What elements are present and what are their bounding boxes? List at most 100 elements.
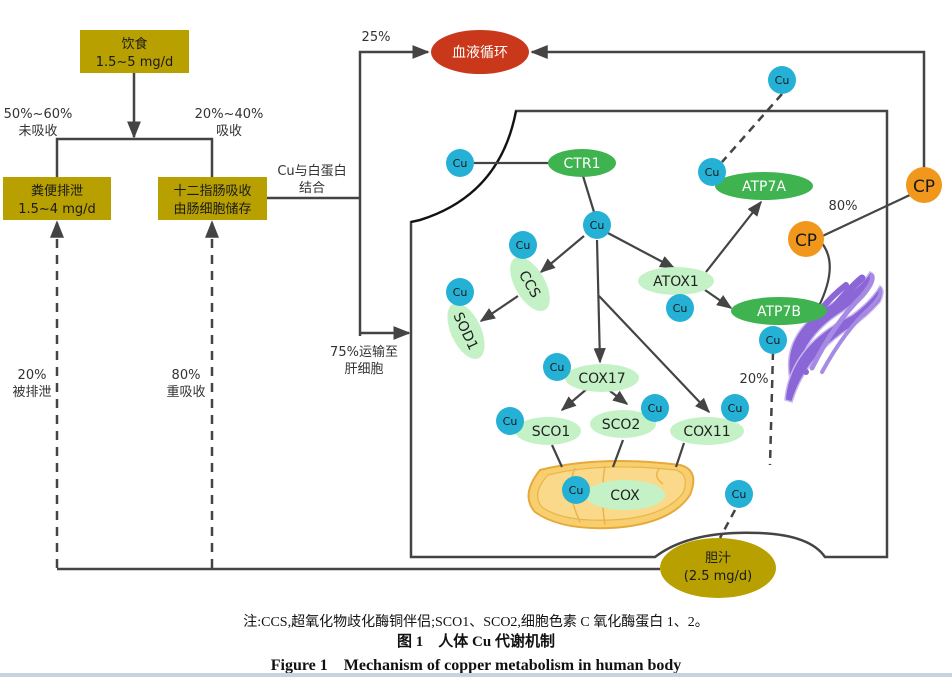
liver-label-2: 肝细胞 (344, 362, 383, 377)
reabsorbed-label: 重吸收 (166, 384, 205, 400)
unabsorbed-percent: 50%~60% (4, 107, 73, 122)
cp-outer-label: CP (913, 177, 935, 197)
diet-box: 饮食 1.5~5 mg/d (80, 30, 189, 73)
cu-bile: Cu (725, 480, 753, 508)
cu-sod1: Cu (446, 278, 474, 306)
copper-ion-circle (698, 158, 726, 186)
atp7b-protein: ATP7B (731, 297, 827, 325)
figure-title-english: Figure 1 Mechanism of copper metabolism … (270, 657, 682, 674)
copper-ion-label: Cu (732, 488, 747, 501)
blood-circulation-label: 血液循环 (452, 45, 508, 61)
cu-ccs: Cu (509, 231, 537, 259)
copper-metabolism-diagram: 饮食 1.5~5 mg/d 50%~60% 未吸收 20%~40% 吸收 粪便排… (3, 30, 942, 598)
sco2-label: SCO2 (602, 417, 641, 433)
cp-node-outer: CP (906, 167, 942, 203)
cu-atp7a: Cu (698, 158, 726, 186)
copper-ion-circle (641, 394, 669, 422)
copper-ion-circle (759, 326, 787, 354)
cox17-label: COX17 (578, 371, 625, 387)
copper-ion-label: Cu (673, 302, 688, 315)
bile-node: 胆汁 (2.5 mg/d) (660, 538, 776, 598)
bile-return-lines (50, 220, 660, 571)
cox-protein: COX (585, 480, 665, 510)
excreted-percent: 20% (18, 368, 47, 383)
copper-ion-label: Cu (569, 484, 584, 497)
blood-circulation-node: 血液循环 (431, 30, 529, 74)
copper-ion-label: Cu (590, 219, 605, 232)
bile-label: 胆汁 (705, 551, 731, 566)
cp-percent: 80% (829, 199, 858, 214)
blood-percent: 25% (362, 30, 391, 45)
duodenum-label: 十二指肠吸收 (173, 184, 251, 199)
ccs-protein: CCS (510, 256, 550, 312)
cox17-protein: COX17 (565, 364, 639, 392)
copper-ion-label: Cu (648, 402, 663, 415)
atox1-label: ATOX1 (653, 274, 699, 290)
cu-extracellular: Cu (446, 149, 474, 177)
albumin-label-2: 结合 (299, 181, 325, 196)
albumin-transport-lines (267, 45, 430, 340)
copper-ion-circle (446, 149, 474, 177)
copper-ion-label: Cu (766, 334, 781, 347)
atp7a-protein: ATP7A (715, 172, 813, 200)
diet-to-split-arrow (55, 73, 214, 177)
bile-amount: (2.5 mg/d) (684, 569, 753, 584)
diet-label: 饮食 (121, 36, 147, 52)
copper-ion-circle (725, 480, 753, 508)
unabsorbed-label: 未吸收 (18, 124, 57, 139)
duodenum-box: 十二指肠吸收 由肠细胞储存 (158, 177, 267, 220)
intracellular-connections (474, 161, 913, 468)
cu-cox11: Cu (721, 394, 749, 422)
copper-ion-label: Cu (728, 402, 743, 415)
albumin-label-1: Cu与白蛋白 (277, 163, 346, 179)
golgi-apparatus (784, 271, 884, 403)
liver-label-1: 75%运输至 (330, 344, 398, 360)
copper-ion-circle (562, 476, 590, 504)
copper-ion-circle (583, 211, 611, 239)
ctr1-protein: CTR1 (548, 149, 616, 177)
copper-ion-circle (446, 278, 474, 306)
sco1-protein: SCO1 (515, 417, 581, 445)
cp-to-blood-line (530, 45, 926, 168)
copper-ion-circle (721, 394, 749, 422)
feces-label: 粪便排泄 (31, 184, 83, 199)
cu-atp7b: Cu (759, 326, 787, 354)
sod1-protein: SOD1 (447, 303, 485, 359)
figure-title-chinese: 图 1 人体 Cu 代谢机制 (397, 634, 555, 650)
copper-ion-label: Cu (705, 166, 720, 179)
absorbed-label: 吸收 (216, 124, 242, 139)
sco2-protein: SCO2 (590, 410, 656, 438)
copper-ion-label: Cu (453, 286, 468, 299)
feces-amount: 1.5~4 mg/d (18, 202, 96, 217)
diet-amount: 1.5~5 mg/d (96, 55, 174, 70)
cu-sco1: Cu (496, 407, 524, 435)
cox11-protein: COX11 (670, 417, 744, 445)
dashed-transport-lines (718, 93, 783, 539)
copper-ion-label: Cu (503, 415, 518, 428)
cu-ctr1-inner: Cu (583, 211, 611, 239)
atp7a-label: ATP7A (742, 179, 786, 195)
copper-ion-circle (543, 353, 571, 381)
cp-inner-label: CP (795, 231, 817, 251)
cp-node-inner: CP (788, 221, 824, 257)
ctr1-label: CTR1 (564, 156, 601, 172)
cu-cox17: Cu (543, 353, 571, 381)
copper-ion-circle (666, 294, 694, 322)
reabsorbed-percent: 80% (172, 368, 201, 383)
cu-sco2: Cu (641, 394, 669, 422)
feces-box: 粪便排泄 1.5~4 mg/d (3, 177, 111, 220)
atox1-protein: ATOX1 (638, 267, 714, 295)
cox11-label: COX11 (683, 424, 730, 440)
copper-ion-circle (509, 231, 537, 259)
copper-ion-circle (768, 66, 796, 94)
atp7b-label: ATP7B (757, 304, 801, 320)
copper-ion-label: Cu (775, 74, 790, 87)
page-bottom-bar (0, 673, 952, 677)
copper-ion-label: Cu (453, 157, 468, 170)
copper-ion-circle (496, 407, 524, 435)
copper-ion-label: Cu (516, 239, 531, 252)
cox-label: COX (610, 488, 640, 504)
duodenum-storage-label: 由肠细胞储存 (173, 202, 251, 217)
cu-cox: Cu (562, 476, 590, 504)
